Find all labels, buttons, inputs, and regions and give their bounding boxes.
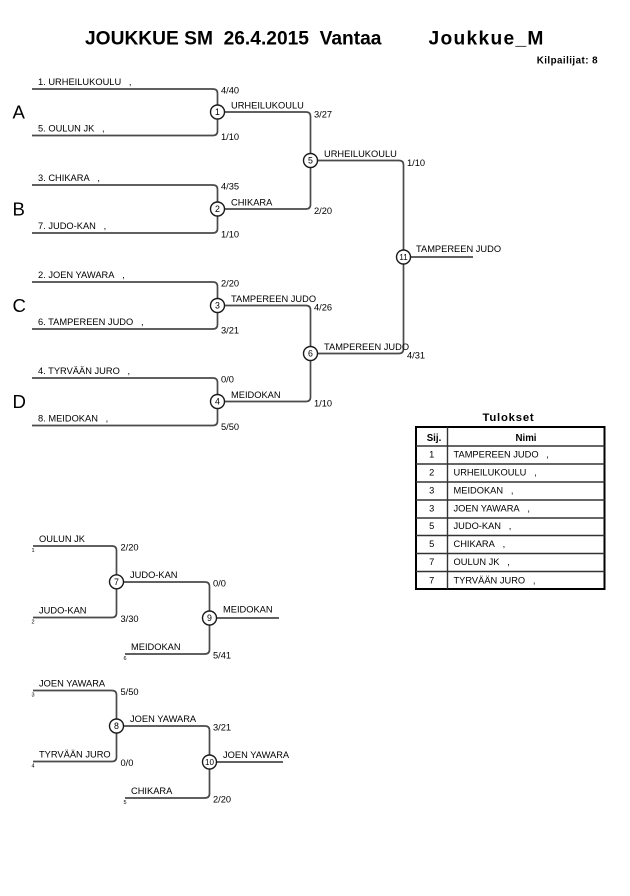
svg-text:CHIKARA ,: CHIKARA , [454,539,506,549]
svg-text:7: 7 [429,575,434,585]
svg-text:Nimi: Nimi [516,433,537,444]
svg-text:MEIDOKAN: MEIDOKAN [131,642,181,652]
svg-text:Sij.: Sij. [427,433,442,444]
svg-text:4/26: 4/26 [314,303,332,313]
svg-text:2: 2 [429,467,434,477]
svg-text:URHEILUKOULU: URHEILUKOULU [231,101,304,111]
svg-text:2/20: 2/20 [221,279,239,289]
svg-text:4. TYRVÄÄN JURO ,: 4. TYRVÄÄN JURO , [38,366,130,376]
svg-text:JOEN YAWARA: JOEN YAWARA [39,679,106,689]
svg-text:7: 7 [429,557,434,567]
svg-text:JUDO-KAN ,: JUDO-KAN , [454,521,512,531]
svg-text:5/50: 5/50 [221,422,239,432]
svg-text:7: 7 [114,577,119,587]
svg-text:5: 5 [124,800,127,806]
svg-text:1/10: 1/10 [314,399,332,409]
svg-text:2: 2 [32,620,35,626]
svg-text:JOUKKUE SM 26.4.2015 Vantaa: JOUKKUE SM 26.4.2015 Vantaa [85,29,382,50]
svg-text:3: 3 [32,693,35,699]
svg-text:3. CHIKARA ,: 3. CHIKARA , [38,173,100,183]
svg-text:4/35: 4/35 [221,182,239,192]
svg-text:6: 6 [124,656,127,662]
svg-text:5. OULUN JK ,: 5. OULUN JK , [38,124,105,134]
svg-text:OULUN JK ,: OULUN JK , [454,557,510,567]
svg-text:CHIKARA: CHIKARA [231,198,273,208]
svg-text:Kilpailijat: 8: Kilpailijat: 8 [537,56,598,67]
svg-text:MEIDOKAN ,: MEIDOKAN , [454,485,514,495]
svg-text:1/10: 1/10 [221,132,239,142]
svg-text:1: 1 [429,449,434,459]
svg-text:4/31: 4/31 [407,351,425,361]
svg-text:D: D [13,391,26,412]
svg-text:CHIKARA: CHIKARA [131,786,173,796]
svg-text:4: 4 [32,764,35,770]
svg-text:TYRVÄÄN JURO: TYRVÄÄN JURO [39,750,111,760]
svg-text:6. TAMPEREEN JUDO ,: 6. TAMPEREEN JUDO , [38,317,144,327]
svg-text:5: 5 [429,539,434,549]
svg-text:A: A [13,101,26,122]
svg-text:JUDO-KAN: JUDO-KAN [130,570,178,580]
svg-text:TAMPEREEN JUDO: TAMPEREEN JUDO [231,294,316,304]
svg-text:5: 5 [308,156,313,166]
svg-text:MEIDOKAN: MEIDOKAN [231,390,281,400]
svg-text:3/27: 3/27 [314,110,332,120]
svg-text:Tulokset: Tulokset [482,412,534,424]
svg-text:MEIDOKAN: MEIDOKAN [223,605,273,615]
svg-text:C: C [13,295,26,316]
svg-text:2. JOEN YAWARA ,: 2. JOEN YAWARA , [38,270,125,280]
svg-text:3: 3 [215,301,220,311]
svg-text:JOEN YAWARA: JOEN YAWARA [223,750,290,760]
svg-text:0/0: 0/0 [221,375,234,385]
svg-text:URHEILUKOULU: URHEILUKOULU [324,149,397,159]
svg-text:1/10: 1/10 [221,230,239,240]
svg-text:2/20: 2/20 [314,206,332,216]
svg-text:4/40: 4/40 [221,86,239,96]
svg-text:TYRVÄÄN JURO ,: TYRVÄÄN JURO , [454,575,536,585]
svg-text:URHEILUKOULU ,: URHEILUKOULU , [454,467,537,477]
svg-text:3: 3 [429,485,434,495]
svg-text:OULUN JK: OULUN JK [39,534,86,544]
svg-text:11: 11 [399,253,408,262]
svg-text:8: 8 [114,721,119,731]
svg-text:10: 10 [205,758,214,767]
svg-text:1: 1 [32,548,35,554]
svg-text:9: 9 [207,613,212,623]
svg-text:5: 5 [429,521,434,531]
svg-text:8. MEIDOKAN ,: 8. MEIDOKAN , [38,414,108,424]
svg-text:3/21: 3/21 [213,723,231,733]
svg-text:6: 6 [308,349,313,359]
svg-text:JOEN YAWARA: JOEN YAWARA [130,714,197,724]
svg-text:3: 3 [429,503,434,513]
svg-text:2/20: 2/20 [213,795,231,805]
svg-text:JOEN YAWARA ,: JOEN YAWARA , [454,503,530,513]
svg-text:7. JUDO-KAN ,: 7. JUDO-KAN , [38,221,106,231]
svg-text:1: 1 [215,107,220,117]
svg-text:1. URHEILUKOULU ,: 1. URHEILUKOULU , [38,77,132,87]
svg-text:4: 4 [215,397,220,407]
svg-text:0/0: 0/0 [121,758,134,768]
svg-text:TAMPEREEN JUDO: TAMPEREEN JUDO [416,244,501,254]
svg-text:TAMPEREEN JUDO ,: TAMPEREEN JUDO , [454,449,549,459]
svg-text:3/30: 3/30 [121,614,139,624]
svg-text:Joukkue_M: Joukkue_M [429,29,545,50]
svg-text:2: 2 [215,204,220,214]
svg-text:B: B [13,198,25,219]
svg-text:5/41: 5/41 [213,651,231,661]
svg-text:2/20: 2/20 [121,543,139,553]
svg-text:3/21: 3/21 [221,326,239,336]
svg-text:0/0: 0/0 [213,579,226,589]
svg-text:JUDO-KAN: JUDO-KAN [39,606,87,616]
svg-text:TAMPEREEN JUDO: TAMPEREEN JUDO [324,342,409,352]
svg-text:1/10: 1/10 [407,158,425,168]
svg-text:5/50: 5/50 [121,687,139,697]
